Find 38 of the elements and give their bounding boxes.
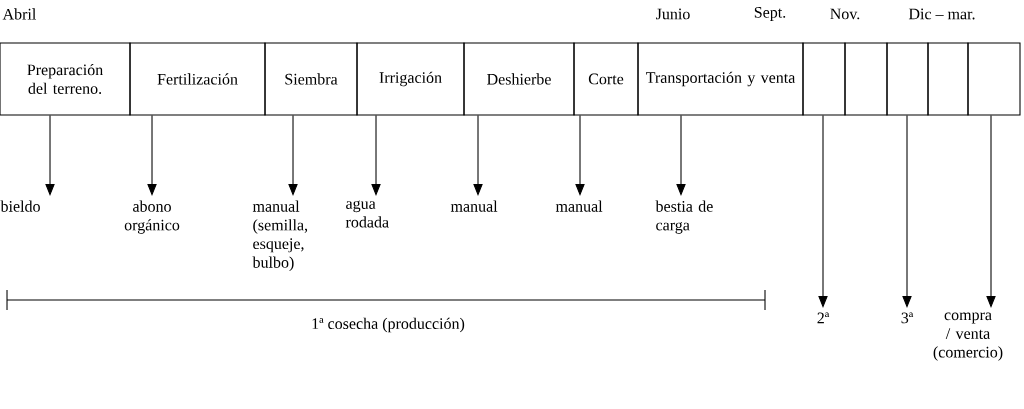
arrow [902,115,912,308]
table-cell: Irrigación [356,42,465,116]
table-cell: Fertilización [129,42,266,116]
note-text: manual [450,200,498,212]
note-text: 2ª [817,312,830,324]
month-label: Nov. [830,8,860,20]
table-cell: Siembra [264,42,358,116]
table-cell: Transportación y venta [637,42,804,116]
empty-cell [802,42,846,116]
table-cell: Deshierbe [463,42,575,116]
note-text: abono orgánico [124,200,180,234]
month-label: Junio [656,8,690,20]
table-cell: Preparación del terreno. [0,42,131,116]
month-label: Dic – mar. [908,8,975,20]
arrow [45,115,55,196]
note-text: manual [555,200,603,212]
arrow [676,115,686,196]
arrow [818,115,828,308]
arrow [288,115,298,196]
empty-cell [927,42,969,116]
note-text: agua rodada [345,200,389,228]
empty-cell [844,42,888,116]
arrow [147,115,157,196]
arrow [371,115,381,196]
arrow [473,115,483,196]
empty-cell [967,42,1021,116]
note-text: compra / venta (comercio) [933,312,1003,361]
empty-cell [886,42,929,116]
note-text: bestia de carga [655,200,713,234]
bracket-label: 1ª cosecha (producción) [312,317,465,333]
table-cell: Corte [573,42,639,116]
arrow [986,115,996,308]
month-label: Abril [2,8,36,20]
note-text: 3ª [901,312,914,324]
month-label: Sept. [754,7,786,21]
note-text: manual (semilla, esqueje, bulbo) [252,200,308,272]
arrow [575,115,585,196]
note-text: bieldo [0,200,40,212]
